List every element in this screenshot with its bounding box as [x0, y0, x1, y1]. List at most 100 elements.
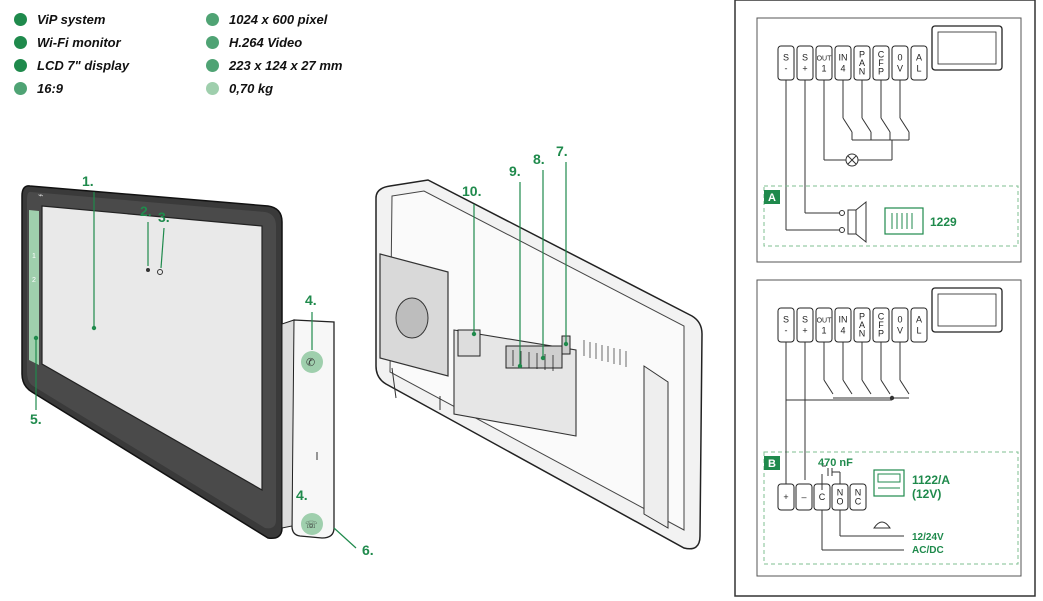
- bullet-dot-icon: [14, 82, 27, 95]
- monitor-rear-view: [375, 179, 703, 550]
- terminal-label: F: [878, 320, 884, 330]
- terminal-label: A: [859, 320, 865, 330]
- device-code-b-line2: (12V): [912, 487, 941, 501]
- call-button-top: [301, 351, 323, 373]
- phone-icon: ✆: [306, 356, 315, 369]
- mounting-slot: [643, 365, 669, 529]
- callout-4-bottom: 4.: [296, 487, 308, 503]
- callout-7: 7.: [556, 143, 568, 159]
- terminal-label: IN: [839, 314, 848, 324]
- monitor-front-view: 1 2 ⌁ ✆ ☏: [21, 185, 335, 540]
- light-sensor: [157, 269, 163, 275]
- terminal: S+: [796, 307, 814, 343]
- terminal-label: IN: [839, 52, 848, 62]
- bullet-dot-icon: [206, 13, 219, 26]
- callout-4-top: 4.: [305, 292, 317, 308]
- callout-5: 5.: [30, 411, 42, 427]
- spec-item: 1024 x 600 pixel: [206, 8, 342, 31]
- terminal: CFP: [872, 307, 890, 343]
- terminal-label: 1: [821, 326, 826, 336]
- terminal-label: N: [859, 67, 866, 77]
- svg-text:A: A: [768, 192, 776, 204]
- terminal-block: [505, 345, 563, 369]
- terminal-label: N: [855, 488, 862, 498]
- spec-column-left: ViP system Wi-Fi monitor LCD 7" display …: [14, 8, 129, 100]
- rear-callouts: 10. 9. 8. 7.: [462, 143, 569, 369]
- monitor-screen: [41, 205, 263, 492]
- terminal: NC: [849, 483, 867, 511]
- terminal-label: 0: [897, 314, 902, 324]
- bullet-dot-icon: [14, 59, 27, 72]
- dashed-zone-a: [763, 185, 1019, 247]
- terminal-label: V: [897, 64, 903, 74]
- spec-item: 223 x 124 x 27 mm: [206, 54, 342, 77]
- terminal-label: C: [819, 492, 826, 502]
- terminal-label: -: [785, 64, 788, 74]
- power-label-line2: AC/DC: [912, 545, 944, 556]
- terminal: +: [777, 483, 795, 511]
- camera-lens: [146, 268, 150, 272]
- spec-item: Wi-Fi monitor: [14, 31, 129, 54]
- callout-10: 10.: [462, 183, 481, 199]
- wifi-icon: ⌁: [38, 191, 43, 201]
- terminal-label: P: [859, 50, 865, 60]
- terminal: NO: [831, 483, 849, 511]
- terminal-label: P: [878, 329, 884, 339]
- spec-item: ViP system: [14, 8, 129, 31]
- terminal: 0V: [891, 45, 909, 81]
- terminal-label: S: [783, 52, 789, 62]
- bullet-dot-icon: [206, 36, 219, 49]
- callout-1: 1.: [82, 173, 94, 189]
- side-button-label: 1: [32, 253, 36, 260]
- panel-b-tag: [764, 456, 780, 470]
- terminal-label: –: [801, 492, 806, 502]
- terminal: IN4: [834, 45, 852, 81]
- terminal: CFP: [872, 45, 890, 81]
- callout-2: 2.: [140, 203, 152, 219]
- terminal: S+: [796, 45, 814, 81]
- terminal-label: L: [916, 326, 921, 336]
- terminal-label: 1: [821, 64, 826, 74]
- device-code-a: 1229: [930, 215, 957, 229]
- terminal: IN4: [834, 307, 852, 343]
- terminal-label: L: [916, 64, 921, 74]
- terminal-label: -: [785, 326, 788, 336]
- callout-3: 3.: [158, 209, 170, 225]
- bell-speaker-icon: [847, 200, 867, 244]
- terminal-label: C: [878, 50, 885, 60]
- terminal-label: +: [802, 326, 807, 336]
- panel-a-tag: [764, 190, 780, 204]
- spec-item: LCD 7" display: [14, 54, 129, 77]
- panel-a-box: [756, 17, 1022, 263]
- terminal: PAN: [853, 45, 871, 81]
- terminal-label: OUT: [817, 317, 833, 324]
- terminal: OUT 1: [815, 45, 833, 81]
- terminal-label: N: [837, 488, 844, 498]
- bullet-dot-icon: [14, 36, 27, 49]
- call-button-bottom: [301, 513, 323, 535]
- bullet-dot-icon: [206, 59, 219, 72]
- side-button-label: 2: [32, 277, 36, 284]
- terminal-label: OUT: [817, 55, 833, 62]
- terminal-label: P: [859, 312, 865, 322]
- callout-9: 9.: [509, 163, 521, 179]
- terminal-label: 0: [897, 52, 902, 62]
- front-callouts: 1. 2. 3. 4. 5. 4. 6.: [30, 173, 374, 558]
- spec-column-right: 1024 x 600 pixel H.264 Video 223 x 124 x…: [206, 8, 342, 100]
- dashed-zone-b: [763, 451, 1019, 565]
- spec-item: H.264 Video: [206, 31, 342, 54]
- callout-8: 8.: [533, 151, 545, 167]
- phone-hangup-icon: ☏: [305, 520, 318, 531]
- terminal-label: F: [878, 58, 884, 68]
- terminal: AL: [910, 45, 928, 81]
- power-label-line1: 12/24V: [912, 532, 944, 543]
- vent-slots: [583, 340, 627, 367]
- connector-10: [457, 329, 481, 357]
- terminal-label: A: [916, 314, 922, 324]
- terminal: S-: [777, 45, 795, 81]
